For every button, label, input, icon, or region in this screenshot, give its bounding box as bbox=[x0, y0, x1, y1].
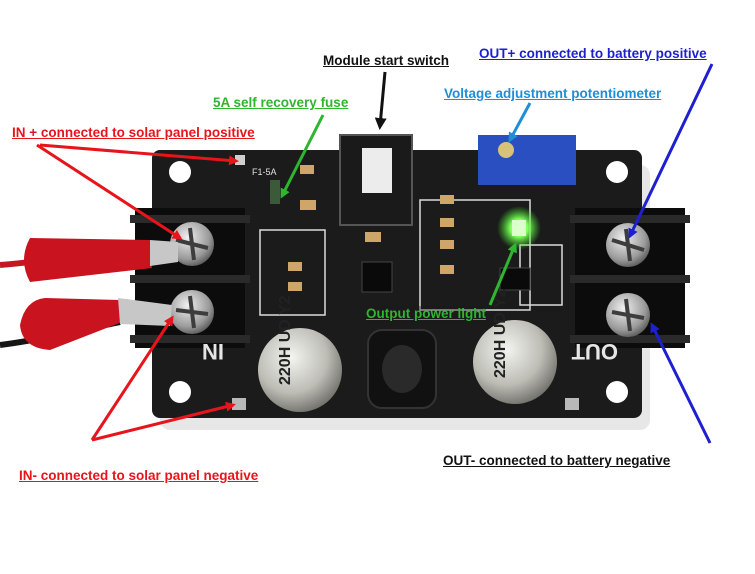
label-fuse: 5A self recovery fuse bbox=[213, 95, 349, 110]
arrow-out-minus bbox=[650, 322, 712, 444]
ring-terminal-bottom bbox=[20, 298, 122, 350]
pad bbox=[235, 155, 245, 165]
pad bbox=[565, 398, 579, 410]
label-in-minus: IN- connected to solar panel negative bbox=[19, 468, 259, 483]
mounting-hole bbox=[169, 381, 191, 403]
label-out-minus: OUT- connected to battery negative bbox=[443, 453, 671, 468]
pad bbox=[232, 398, 246, 410]
arrow-led bbox=[488, 242, 517, 306]
mounting-hole bbox=[169, 161, 191, 183]
arrow-pot bbox=[508, 102, 532, 143]
label-voltage-pot: Voltage adjustment potentiometer bbox=[444, 86, 662, 101]
switch-knob bbox=[362, 148, 392, 193]
arrow-fuse bbox=[280, 114, 325, 199]
arrow-in-minus-1 bbox=[90, 315, 174, 441]
label-module-start-switch: Module start switch bbox=[323, 53, 450, 68]
cap-left-mark: 220H UD Y2 bbox=[277, 295, 294, 385]
label-output-power-light: Output power light bbox=[366, 306, 486, 322]
arrow-in-minus-2 bbox=[91, 401, 236, 442]
mounting-hole bbox=[606, 381, 628, 403]
silk-fuse: F1-5A bbox=[252, 167, 277, 177]
silk-out: OUT bbox=[571, 339, 618, 364]
cap-right-mark: 220H UD Y2 bbox=[492, 288, 509, 378]
potentiometer bbox=[478, 135, 576, 185]
mounting-hole bbox=[606, 161, 628, 183]
ring-terminal-top bbox=[24, 238, 152, 282]
arrow-in-plus-1 bbox=[36, 143, 183, 240]
silkscreen-outline bbox=[259, 229, 326, 316]
label-in-plus: IN + connected to solar panel positive bbox=[12, 125, 255, 140]
arrow-out-plus bbox=[628, 63, 714, 239]
arrow-in-plus-2 bbox=[39, 143, 239, 166]
capacitor-left bbox=[258, 328, 342, 412]
silkscreen-outline bbox=[419, 199, 531, 311]
capacitor-right bbox=[473, 320, 557, 404]
silk-in: IN bbox=[202, 339, 224, 364]
label-out-plus: OUT+ connected to battery positive bbox=[479, 46, 707, 61]
arrow-switch bbox=[374, 71, 387, 130]
